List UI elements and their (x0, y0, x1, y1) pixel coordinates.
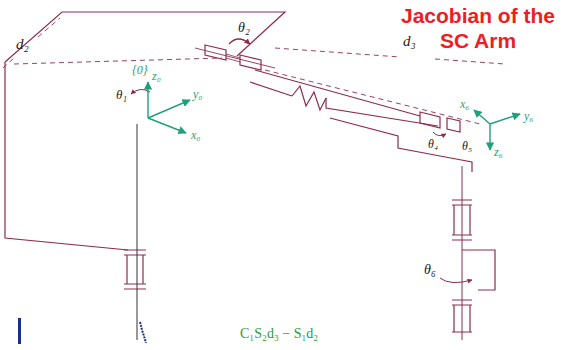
frame-0-axes (148, 82, 190, 133)
axis-label: z₆ (494, 146, 503, 159)
dimension-label: d₂ (16, 36, 29, 53)
dimension-label: d₃ (403, 33, 416, 50)
dimension-lines (3, 18, 505, 124)
joint-angle: θ₁ (116, 88, 127, 102)
jacobian-term: C₁S₂d₃ − S₁d₂ (240, 326, 318, 341)
axis-label: x₆ (460, 98, 470, 111)
frame-label: {0} (132, 64, 148, 77)
axis-label: y₆ (524, 110, 534, 123)
axis-label: y₀ (193, 88, 203, 101)
joint-angle: θ₄ (428, 138, 438, 151)
blue-mark (18, 318, 21, 344)
joint-angle: θ₅ (462, 140, 472, 153)
axis-label: z₀ (152, 70, 161, 83)
slide-title: Jacobian of the SC Arm (392, 3, 564, 53)
frame-6-axes (474, 110, 520, 150)
joint-angle: θ₆ (424, 262, 436, 277)
axis-label: x₀ (191, 129, 201, 142)
base-axis (137, 124, 138, 340)
blue-mark (140, 322, 146, 343)
link-outlines (5, 12, 495, 340)
joint-angle: θ₂ (238, 20, 250, 35)
